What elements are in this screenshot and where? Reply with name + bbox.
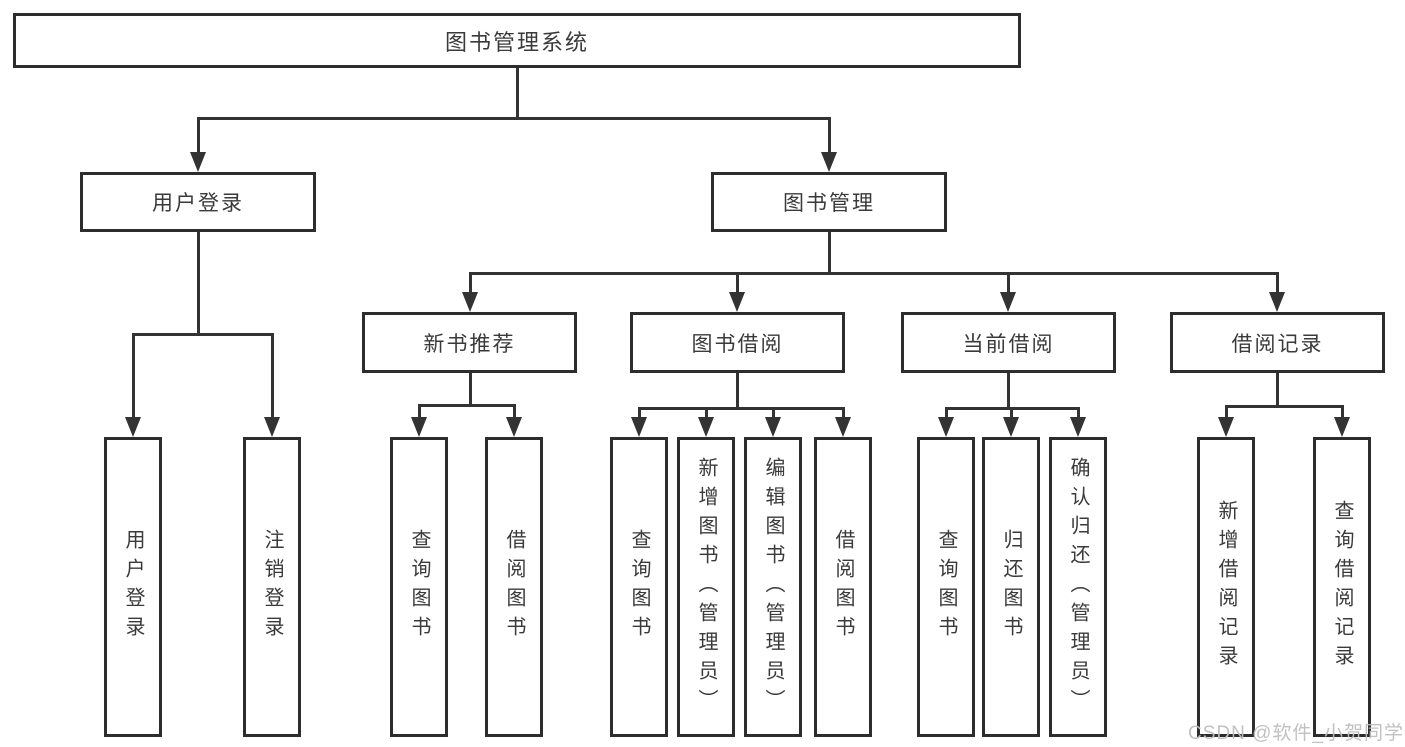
arrow-down-icon <box>190 152 206 172</box>
connector-root-crossbar <box>197 117 831 120</box>
node-user-login: 用户登录 <box>80 172 316 232</box>
node-new-book-recommend: 新书推荐 <box>362 312 577 373</box>
connector-user-login-crossbar <box>132 333 274 336</box>
node-label: 新增借阅记录 <box>1215 500 1237 674</box>
leaf-logout: 注销登录 <box>243 437 301 737</box>
connector-drop-br-add <box>1225 405 1228 418</box>
connector-drop-cb-query <box>945 407 948 418</box>
arrow-down-icon <box>411 417 427 437</box>
leaf-bb-query-books: 查询图书 <box>610 437 668 737</box>
connector-book-borrow-crossbar <box>638 407 845 410</box>
leaf-cb-query-books: 查询图书 <box>917 437 975 737</box>
connector-drop-br-query <box>1341 405 1344 418</box>
leaf-bb-add-books-admin: 新增图书（管理员） <box>677 437 735 737</box>
connector-drop-borrow-records <box>1276 272 1279 294</box>
node-label: 查询借阅记录 <box>1331 500 1353 674</box>
arrow-down-icon <box>698 417 714 437</box>
node-label: 注销登录 <box>261 529 283 645</box>
arrow-down-icon <box>1218 417 1234 437</box>
connector-drop-cb-confirm <box>1077 407 1080 418</box>
connector-drop-nbr-borrow <box>513 404 516 418</box>
connector-drop-bb-add <box>705 407 708 418</box>
arrow-down-icon <box>729 292 745 312</box>
node-label: 编辑图书（管理员） <box>762 456 784 718</box>
connector-borrow-records-stem <box>1276 373 1279 408</box>
node-label: 图书管理 <box>783 192 875 215</box>
node-label: 图书借阅 <box>691 332 784 356</box>
node-label: 用户登录 <box>122 529 144 645</box>
arrow-down-icon <box>1269 292 1285 312</box>
connector-current-borrow-stem <box>1007 373 1010 410</box>
leaf-bb-edit-books-admin: 编辑图书（管理员） <box>744 437 802 737</box>
node-label: 借阅图书 <box>832 529 854 645</box>
node-label: 新增图书（管理员） <box>695 456 717 718</box>
arrow-down-icon <box>1070 417 1086 437</box>
connector-borrow-records-crossbar <box>1225 405 1344 408</box>
connector-drop-book-borrow <box>736 272 739 294</box>
node-current-borrowing: 当前借阅 <box>901 312 1116 373</box>
node-borrowing-records: 借阅记录 <box>1170 312 1385 373</box>
node-label: 当前借阅 <box>962 332 1055 356</box>
connector-drop-bb-edit <box>772 407 775 418</box>
node-label: 查询图书 <box>935 529 957 645</box>
csdn-watermark: CSDN @软件_小贺同学 <box>1188 723 1404 744</box>
arrow-down-icon <box>765 417 781 437</box>
node-book-borrowing: 图书借阅 <box>630 312 845 373</box>
node-label: 确认归还（管理员） <box>1067 456 1089 718</box>
arrow-down-icon <box>264 417 280 437</box>
node-label: 借阅记录 <box>1231 332 1324 356</box>
connector-new-book-rec-crossbar <box>418 404 516 407</box>
connector-book-mgmt-stem <box>828 232 831 275</box>
node-label: 用户登录 <box>152 192 244 215</box>
arrow-down-icon <box>821 152 837 172</box>
arrow-down-icon <box>506 417 522 437</box>
arrow-down-icon <box>631 417 647 437</box>
connector-drop-new-book-rec <box>469 272 472 294</box>
node-library-management-system: 图书管理系统 <box>13 13 1021 68</box>
node-label: 借阅图书 <box>503 529 525 645</box>
connector-drop-book-mgmt <box>828 117 831 153</box>
connector-root-stem <box>516 68 519 120</box>
node-label: 图书管理系统 <box>444 29 589 55</box>
leaf-br-add-record: 新增借阅记录 <box>1197 437 1255 737</box>
arrow-down-icon <box>1334 417 1350 437</box>
connector-user-login-stem <box>197 232 200 336</box>
arrow-down-icon <box>1003 417 1019 437</box>
arrow-down-icon <box>835 417 851 437</box>
node-book-management: 图书管理 <box>711 172 947 232</box>
connector-drop-nbr-query <box>418 404 421 418</box>
node-label: 归还图书 <box>1000 529 1022 645</box>
connector-book-mgmt-crossbar <box>469 272 1279 275</box>
leaf-cb-confirm-return-admin: 确认归还（管理员） <box>1049 437 1107 737</box>
connector-book-borrow-stem <box>736 373 739 410</box>
arrow-down-icon <box>938 417 954 437</box>
leaf-bb-borrow-books: 借阅图书 <box>814 437 872 737</box>
node-label: 新书推荐 <box>423 332 516 356</box>
connector-drop-leaf-user-login <box>132 333 135 418</box>
leaf-nbr-borrow-books: 借阅图书 <box>485 437 543 737</box>
connector-drop-leaf-logout <box>271 333 274 418</box>
node-label: 查询图书 <box>628 529 650 645</box>
arrow-down-icon <box>125 417 141 437</box>
connector-drop-user-login <box>197 117 200 153</box>
leaf-cb-return-books: 归还图书 <box>982 437 1040 737</box>
leaf-nbr-query-books: 查询图书 <box>390 437 448 737</box>
arrow-down-icon <box>462 292 478 312</box>
leaf-br-query-record: 查询借阅记录 <box>1313 437 1371 737</box>
node-label: 查询图书 <box>408 529 430 645</box>
connector-drop-bb-query <box>638 407 641 418</box>
connector-drop-cb-return <box>1010 407 1013 418</box>
connector-drop-bb-borrow <box>842 407 845 418</box>
arrow-down-icon <box>1000 292 1016 312</box>
connector-new-book-rec-stem <box>469 373 472 407</box>
connector-drop-current-borrow <box>1007 272 1010 294</box>
leaf-user-login: 用户登录 <box>104 437 162 737</box>
